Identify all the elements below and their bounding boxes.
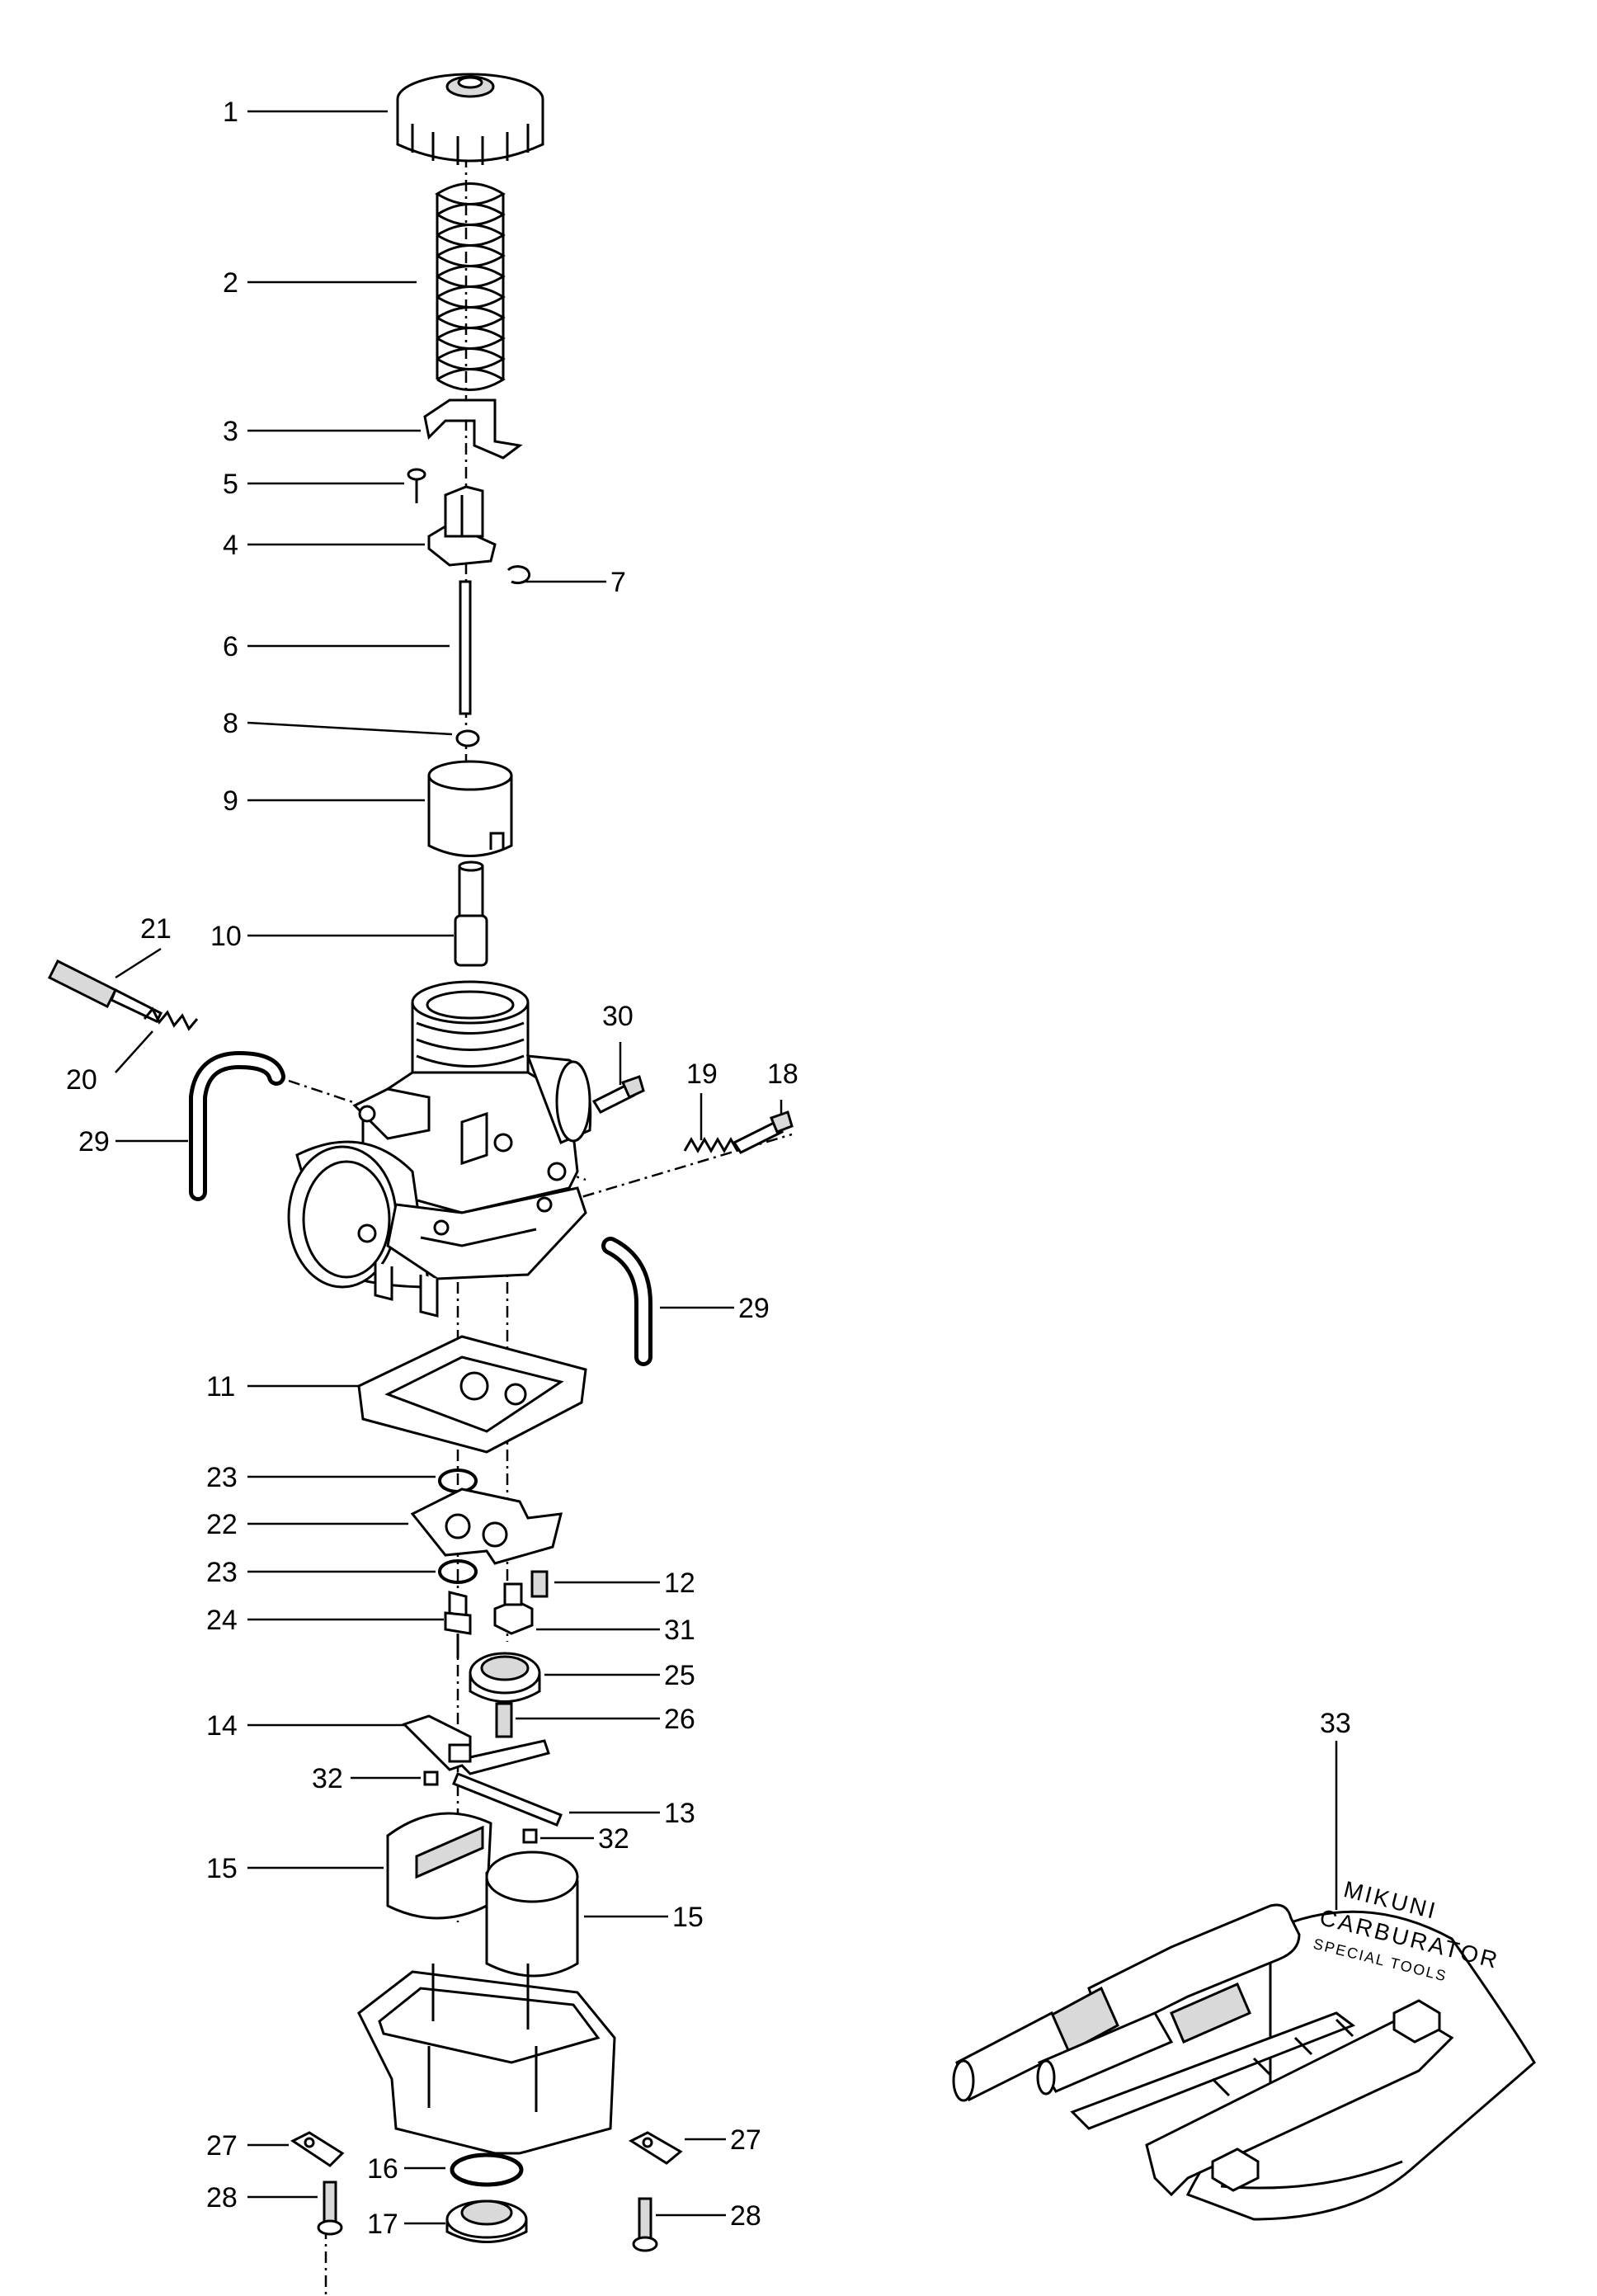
label-10: 10 (210, 921, 242, 952)
part-27-left-bracket (290, 2131, 345, 2167)
part-18-throttle-stop-screw (732, 1110, 794, 1154)
part-11-float-bowl-gasket (357, 1335, 587, 1454)
part-7-e-clip (506, 565, 531, 585)
label-24: 24 (206, 1605, 238, 1636)
label-13: 13 (664, 1798, 695, 1829)
label-8: 8 (223, 708, 238, 739)
part-9-throttle-valve (427, 760, 513, 857)
label-7: 7 (610, 567, 626, 598)
label-5: 5 (223, 469, 238, 500)
part-1-mixing-chamber-cap (396, 73, 544, 165)
label-2: 2 (223, 267, 238, 299)
label-32-right: 32 (598, 1823, 629, 1855)
label-31: 31 (664, 1615, 695, 1646)
carburetor-body (287, 980, 592, 1318)
label-19: 19 (686, 1058, 718, 1090)
part-10-needle-jet (454, 860, 488, 967)
label-21: 21 (140, 913, 172, 945)
label-29-right: 29 (738, 1293, 770, 1324)
label-28-right: 28 (730, 2200, 761, 2232)
part-27-right-bracket (628, 2131, 683, 2165)
label-23-lower: 23 (206, 1557, 238, 1588)
part-17-drain-plug (445, 2199, 528, 2243)
part-23-lower-o-ring (438, 1559, 478, 1584)
part-32-right-float-cap (522, 1828, 538, 1844)
part-33-special-tool-kit: MIKUNI CARBURATOR SPECIAL TOOLS (952, 1876, 1536, 2221)
part-16-drain-o-ring (450, 2152, 524, 2187)
part-26-float-needle (495, 1702, 513, 1738)
part-29-left-vent-hose (189, 1050, 285, 1201)
part-6-jet-needle (459, 580, 472, 715)
part-callout-labels: 1 2 3 4 5 6 7 8 9 10 11 12 13 14 15 15 1… (66, 97, 1351, 2240)
part-30-idle-screw (591, 1075, 645, 1114)
part-4-plate (427, 485, 497, 567)
label-30: 30 (602, 1001, 634, 1032)
part-15-left-float (386, 1812, 492, 1920)
part-14-float-arm (402, 1714, 550, 1775)
float-bowl (357, 1964, 616, 2155)
label-29-left: 29 (78, 1126, 110, 1157)
label-20: 20 (66, 1064, 97, 1096)
leader-lines (115, 110, 1338, 2225)
part-22-baffle-plate (410, 1487, 563, 1565)
label-9: 9 (223, 785, 238, 817)
label-27-left: 27 (206, 2130, 238, 2162)
label-11: 11 (206, 1371, 235, 1403)
label-23-upper: 23 (206, 1462, 238, 1493)
part-12-pilot-jet (530, 1570, 549, 1598)
part-25-float-valve-seat (469, 1652, 541, 1703)
part-15-right-float (485, 1850, 579, 1978)
part-24-needle-jet-holder (444, 1591, 472, 1658)
label-25: 25 (664, 1660, 695, 1691)
label-32-left: 32 (312, 1763, 343, 1794)
label-3: 3 (223, 416, 238, 447)
part-20-pilot-screw-spring (143, 1007, 199, 1031)
label-12: 12 (664, 1568, 695, 1599)
part-29-right-vent-hose (601, 1237, 652, 1366)
label-14: 14 (206, 1710, 238, 1742)
part-31-main-jet (493, 1582, 534, 1635)
label-27-right: 27 (730, 2124, 761, 2156)
part-32-left-float-cap (423, 1770, 439, 1786)
label-15-left: 15 (206, 1853, 238, 1884)
part-3-needle-retainer (423, 398, 523, 460)
label-22: 22 (206, 1509, 238, 1540)
label-28-left: 28 (206, 2182, 238, 2213)
label-33: 33 (1320, 1708, 1351, 1739)
part-5-screw (407, 468, 426, 503)
part-8-washer (455, 729, 480, 747)
part-28-right-screw (632, 2197, 658, 2252)
label-26: 26 (664, 1704, 695, 1735)
label-15-right: 15 (672, 1902, 704, 1933)
part-13-float-arm-pin (452, 1772, 563, 1827)
part-2-throttle-spring (435, 182, 506, 391)
label-4: 4 (223, 530, 238, 561)
label-17: 17 (367, 2209, 398, 2240)
part-19-throttle-stop-spring (683, 1136, 739, 1154)
label-18: 18 (767, 1058, 798, 1090)
label-6: 6 (223, 631, 238, 662)
part-28-left-screw (317, 2180, 343, 2236)
label-1: 1 (223, 97, 238, 128)
label-16: 16 (367, 2153, 398, 2185)
part-21-pilot-air-screw (47, 959, 163, 1023)
